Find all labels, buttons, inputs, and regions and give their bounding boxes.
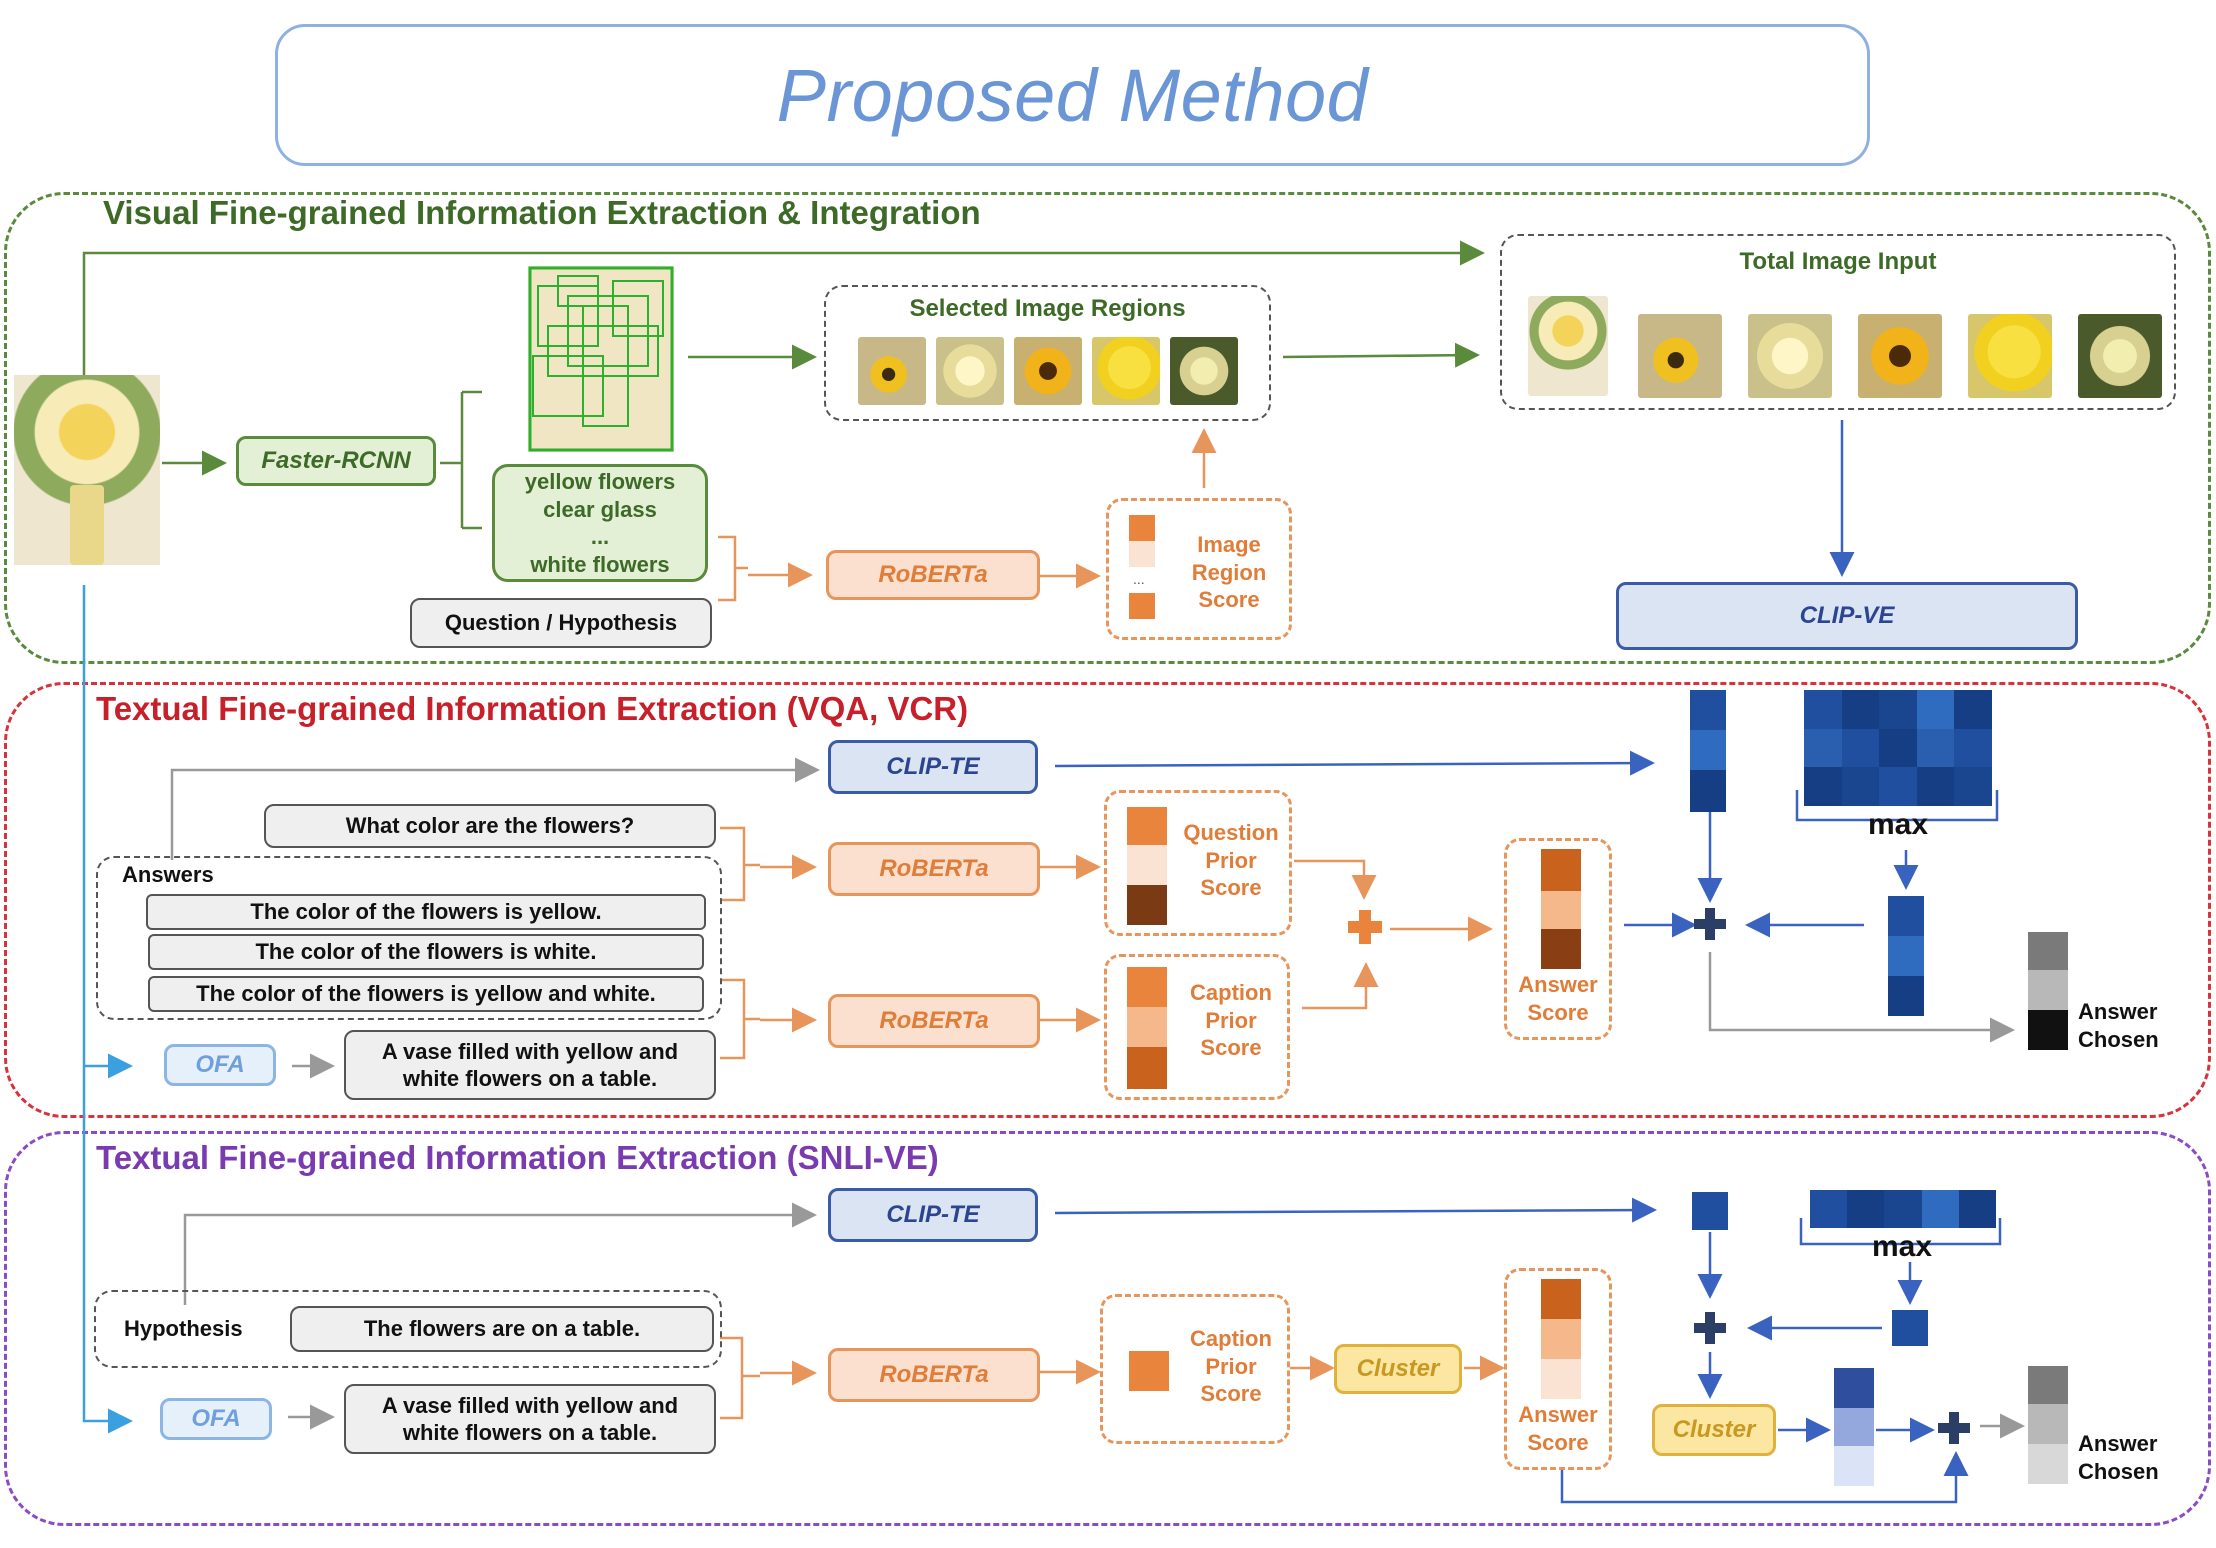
plus-icon-vqa-orange xyxy=(1348,910,1382,944)
plus-icon-snli-1 xyxy=(1694,1312,1726,1344)
answer-chosen-label-snli: Answer Chosen xyxy=(2078,1431,2159,1484)
region-label-ellipsis: ... xyxy=(590,524,610,549)
hypothesis-label: Hypothesis xyxy=(124,1316,243,1341)
selected-image-regions: Selected Image Regions xyxy=(824,285,1271,421)
answer-chosen-label-vqa: Answer Chosen xyxy=(2078,999,2159,1052)
total-thumb-1 xyxy=(1528,296,1608,396)
clustered-score-bar xyxy=(1834,1368,1874,1486)
image-region-score-label: Image Region Score xyxy=(1191,532,1267,612)
answer-score-box-vqa: Answer Score xyxy=(1504,838,1612,1040)
answer-option-3: The color of the flowers is yellow and w… xyxy=(148,976,704,1012)
region-thumb-3 xyxy=(1014,337,1082,405)
snli-section xyxy=(4,1131,2211,1526)
caption-prior-score-label-vqa: Caption Prior Score xyxy=(1190,980,1272,1060)
roberta-box-visual: RoBERTa xyxy=(826,550,1040,600)
total-image-input-title: Total Image Input xyxy=(1739,248,1937,275)
vqa-section xyxy=(4,682,2211,1118)
max-vector-vqa xyxy=(1888,896,1924,1016)
region-thumb-1 xyxy=(858,337,926,405)
region-label-1: yellow flowers xyxy=(524,469,676,494)
total-thumb-2 xyxy=(1638,314,1722,398)
faster-rcnn-box: Faster-RCNN xyxy=(236,436,436,486)
answers-group: Answers xyxy=(96,856,722,1020)
cluster-box-2: Cluster xyxy=(1652,1404,1776,1456)
region-label-2: clear glass xyxy=(543,496,657,522)
question-prior-score-box: Question Prior Score xyxy=(1104,790,1292,936)
answer-chosen-bar-vqa xyxy=(2028,932,2068,1050)
cluster-box-1: Cluster xyxy=(1334,1344,1462,1394)
max-label-snli: max xyxy=(1872,1230,1933,1263)
max-value-snli xyxy=(1892,1310,1928,1346)
clip-te-box-vqa: CLIP-TE xyxy=(828,740,1038,794)
detection-image xyxy=(528,266,674,452)
answer-score-label-vqa: Answer Score xyxy=(1518,972,1598,1025)
caption-box-vqa: A vase filled with yellow and white flow… xyxy=(344,1030,716,1100)
answers-label: Answers xyxy=(122,862,214,887)
image-region-score-box: ... Image Region Score xyxy=(1106,498,1292,640)
region-thumb-5 xyxy=(1170,337,1238,405)
input-image xyxy=(14,375,160,565)
caption-box-snli: A vase filled with yellow and white flow… xyxy=(344,1384,716,1454)
question-box: What color are the flowers? xyxy=(264,804,716,848)
total-thumb-4 xyxy=(1858,314,1942,398)
plus-icon-snli-2 xyxy=(1938,1412,1970,1444)
answer-score-box-snli: Answer Score xyxy=(1504,1268,1612,1470)
similarity-matrix-vqa xyxy=(1804,690,1992,806)
text-embedding-vector-snli xyxy=(1692,1192,1728,1230)
region-labels-box: yellow flowers clear glass ... white flo… xyxy=(492,464,708,582)
answer-score-label-snli: Answer Score xyxy=(1518,1402,1598,1455)
answer-option-2: The color of the flowers is white. xyxy=(148,934,704,970)
ofa-box-vqa: OFA xyxy=(164,1044,276,1086)
caption-prior-score-box-vqa: Caption Prior Score xyxy=(1104,954,1290,1100)
caption-prior-score-label-snli: Caption Prior Score xyxy=(1190,1326,1272,1406)
vqa-section-title: Textual Fine-grained Information Extract… xyxy=(96,690,969,727)
ofa-box-snli: OFA xyxy=(160,1398,272,1440)
total-thumb-6 xyxy=(2078,314,2162,398)
region-thumb-4 xyxy=(1092,337,1160,405)
region-label-3: white flowers xyxy=(530,551,670,577)
answer-chosen-bar-snli xyxy=(2028,1366,2068,1484)
roberta-box-vqa-caption: RoBERTa xyxy=(828,994,1040,1048)
text-embedding-vector-vqa xyxy=(1690,690,1726,812)
bounding-boxes xyxy=(528,266,674,452)
hypothesis-group: Hypothesis xyxy=(94,1290,722,1368)
snli-section-title: Textual Fine-grained Information Extract… xyxy=(96,1139,939,1176)
total-thumb-5 xyxy=(1968,314,2052,398)
question-prior-score-label: Question Prior Score xyxy=(1183,820,1279,900)
visual-section xyxy=(4,192,2211,664)
region-thumb-2 xyxy=(936,337,1004,405)
title-box: Proposed Method xyxy=(275,24,1870,166)
total-image-input: Total Image Input xyxy=(1500,234,2176,410)
question-hypothesis-box: Question / Hypothesis xyxy=(410,598,712,648)
hypothesis-box: The flowers are on a table. xyxy=(290,1306,714,1352)
diagram-title: Proposed Method xyxy=(776,53,1369,137)
total-thumb-3 xyxy=(1748,314,1832,398)
caption-prior-score-box-snli: Caption Prior Score xyxy=(1100,1294,1290,1444)
answer-option-1: The color of the flowers is yellow. xyxy=(146,894,706,930)
roberta-box-vqa-question: RoBERTa xyxy=(828,842,1040,896)
selected-regions-title: Selected Image Regions xyxy=(909,295,1186,322)
max-label-vqa: max xyxy=(1868,808,1929,841)
roberta-box-snli: RoBERTa xyxy=(828,1348,1040,1402)
plus-icon-vqa-blue xyxy=(1694,908,1726,940)
similarity-vector-snli xyxy=(1810,1190,1996,1228)
clip-te-box-snli: CLIP-TE xyxy=(828,1188,1038,1242)
clip-ve-box: CLIP-VE xyxy=(1616,582,2078,650)
visual-section-title: Visual Fine-grained Information Extracti… xyxy=(103,194,981,231)
